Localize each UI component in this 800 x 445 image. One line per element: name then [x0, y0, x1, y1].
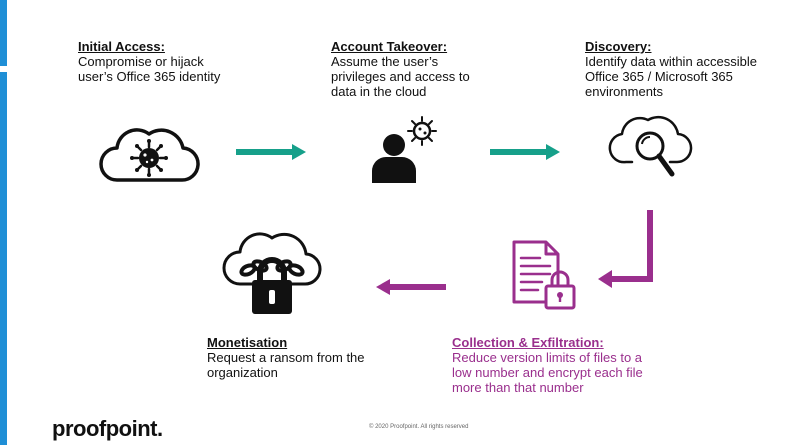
step-description: Reduce version limits of files to a low …	[452, 350, 643, 395]
arrow-right-icon	[490, 144, 560, 160]
copyright-text: © 2020 Proofpoint. All rights reserved	[369, 424, 469, 430]
locked-document-icon	[512, 240, 576, 310]
step-title: Discovery:	[585, 39, 652, 54]
step-initial-access: Initial Access: Compromise or hijack use…	[78, 39, 278, 84]
arrow-elbow-down-left-icon	[598, 210, 653, 288]
arrow-left-icon	[376, 279, 446, 295]
step-collection-exfiltration: Collection & Exfiltration: Reduce versio…	[452, 335, 702, 395]
step-title: Account Takeover:	[331, 39, 448, 54]
cloud-virus-icon	[99, 128, 200, 182]
step-monetisation: Monetisation Request a ransom from the o…	[207, 335, 407, 380]
step-description: Request a ransom from the organization	[207, 350, 365, 380]
step-title: Initial Access:	[78, 39, 165, 54]
locked-cloud-icon	[222, 232, 322, 314]
cloud-search-icon	[608, 115, 693, 177]
step-description: Compromise or hijack user’s Office 365 i…	[78, 54, 221, 84]
step-title: Monetisation	[207, 335, 288, 350]
step-discovery: Discovery: Identify data within accessib…	[585, 39, 795, 99]
user-virus-icon	[372, 116, 437, 183]
step-description: Identify data within accessible Office 3…	[585, 54, 757, 99]
accent-bar	[0, 0, 7, 445]
accent-bar-notch	[0, 66, 7, 72]
step-description: Assume the user’s privileges and access …	[331, 54, 470, 99]
proofpoint-logo: proofpoint.	[52, 416, 163, 441]
step-account-takeover: Account Takeover: Assume the user’s priv…	[331, 39, 511, 99]
step-title: Collection & Exfiltration:	[452, 335, 604, 350]
arrow-right-icon	[236, 144, 306, 160]
